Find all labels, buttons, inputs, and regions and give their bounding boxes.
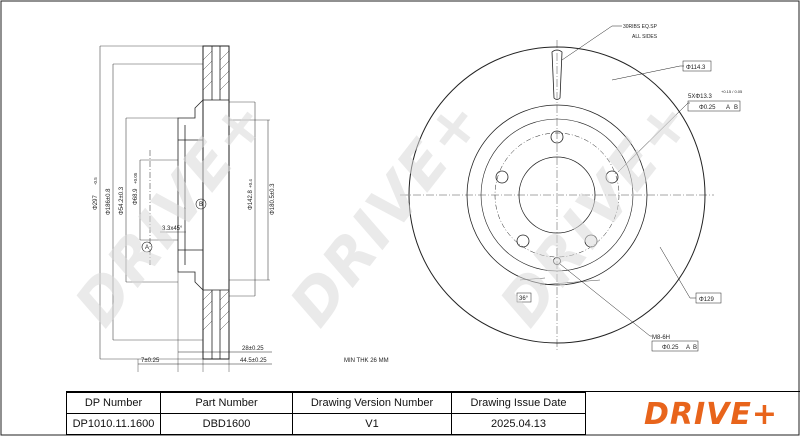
dim-28: 28±0.25 — [242, 346, 264, 352]
watermark: DRIVE+ — [62, 85, 282, 339]
ribs-note: 30RIBS EQ.SP — [623, 24, 658, 30]
fcf2-b: B — [693, 345, 697, 351]
bolt-hole — [584, 234, 598, 248]
dim-44: 44.5±0.25 — [240, 358, 267, 364]
fcf1-tol: Φ0.25 — [699, 105, 716, 111]
rib-detail — [551, 49, 563, 100]
dim-142-tol: +0.4 — [248, 179, 253, 188]
holes-tol: +0.15 / 0.05 — [721, 89, 743, 94]
dim-chamfer: 3.3x45° — [162, 226, 183, 232]
section-dimension-labels: Φ297 -0.5 Φ186±0.8 Φ54.2±0.3 Φ68.9 +0.05… — [93, 172, 389, 364]
header-dp-number: DP Number — [66, 392, 161, 414]
header-part-number: Part Number — [160, 392, 293, 414]
value-issue-date: 2025.04.13 — [451, 413, 586, 435]
min-thickness: MIN THK 26 MM — [344, 358, 389, 364]
ribs-note-sides: ALL SIDES — [632, 34, 658, 40]
threaded-hole — [553, 257, 561, 265]
feature-control-frame-2 — [651, 340, 699, 352]
disc-section — [202, 45, 230, 360]
dim-180: Φ180.5±0.3 — [270, 183, 276, 215]
dim-297: Φ297 — [93, 195, 99, 210]
datum-b-label: B — [199, 202, 203, 208]
watermark: DRIVE+ — [277, 85, 497, 339]
fcf1-b: B — [734, 105, 738, 111]
section-view — [99, 45, 272, 372]
bolt-hole — [516, 234, 530, 248]
dim-68-tol: +0.05 — [133, 172, 138, 184]
watermark-group: DRIVE+ DRIVE+ DRIVE+ — [62, 85, 707, 339]
fcf2-a: A — [686, 345, 690, 351]
title-block-table: DP Number Part Number Drawing Version Nu… — [66, 392, 586, 435]
dim-114: Φ114.3 — [686, 65, 706, 71]
value-dp-number: DP1010.11.1600 — [66, 413, 161, 435]
watermark: DRIVE+ — [487, 85, 707, 339]
dim-142: Φ142.8 — [248, 190, 254, 210]
value-version: V1 — [292, 413, 452, 435]
header-version: Drawing Version Number — [292, 392, 452, 414]
brand-logo: DRIVE+ — [622, 394, 800, 434]
dim-186: Φ186±0.8 — [106, 188, 112, 215]
dim-7: 7±0.25 — [141, 358, 160, 364]
datum-a-label: A — [145, 245, 149, 251]
dim-68: Φ68.9 — [133, 188, 139, 205]
datum-a-marker — [141, 241, 153, 253]
brand-logo-text: DRIVE+ — [643, 396, 778, 432]
header-issue-date: Drawing Issue Date — [451, 392, 586, 414]
fcf1-a: A — [726, 105, 730, 111]
title-block: DP Number Part Number Drawing Version Nu… — [66, 391, 800, 437]
front-view — [400, 25, 714, 350]
dim-297-tol: -0.5 — [93, 177, 98, 185]
datum-b-marker — [195, 198, 207, 210]
bolt-hole — [495, 170, 509, 184]
dim-54: Φ54.2±0.3 — [119, 186, 125, 215]
fcf2-tol: Φ0.25 — [662, 345, 679, 351]
holes-note: 5XΦ13.3 — [688, 94, 712, 100]
angle-label: 36° — [519, 296, 529, 302]
thread-note: M8-6H — [652, 335, 670, 341]
bolt-hole — [605, 170, 619, 184]
dim-129: Φ129 — [699, 297, 714, 303]
bolt-hole — [550, 130, 564, 144]
value-part-number: DBD1600 — [160, 413, 293, 435]
feature-control-frame-1 — [687, 100, 741, 112]
front-view-labels: 30RIBS EQ.SP ALL SIDES Φ114.3 5XΦ13.3 +0… — [516, 24, 743, 352]
